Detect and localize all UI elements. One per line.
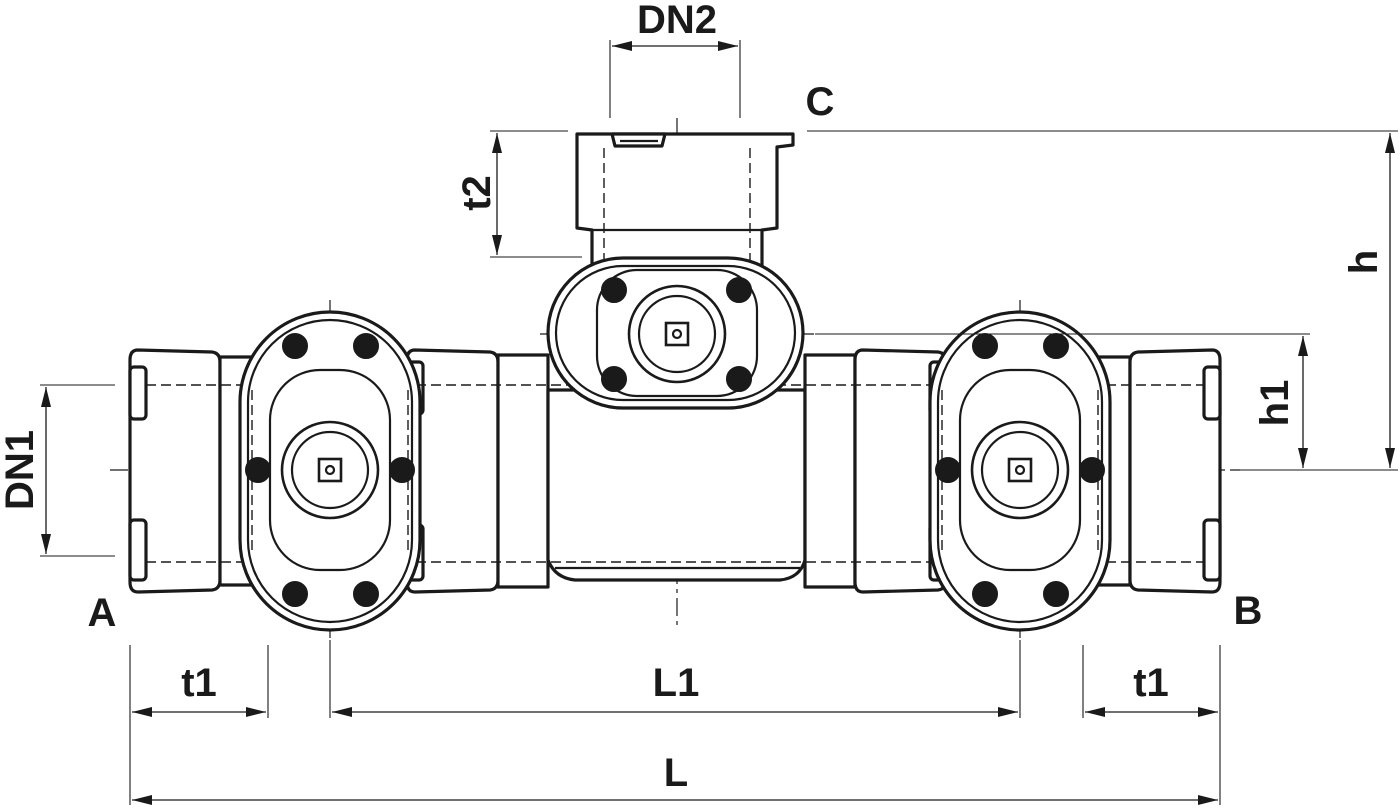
dim-label-l1: L1 — [653, 661, 700, 705]
dim-label-t1-left: t1 — [181, 661, 217, 705]
extension-lines — [40, 40, 1398, 805]
dimension-lines — [41, 41, 1395, 805]
branch-outlet — [575, 132, 795, 274]
dim-label-dn2: DN2 — [637, 0, 717, 42]
left-saddle — [238, 310, 422, 632]
port-label-a: A — [88, 591, 117, 635]
dim-label-t2: t2 — [455, 175, 499, 211]
port-label-b: B — [1234, 589, 1263, 633]
dim-label-dn1: DN1 — [0, 430, 42, 510]
top-flange — [546, 256, 805, 410]
labels: A B C DN2 t1 L1 t1 L t2 h h1 DN1 — [0, 0, 1386, 795]
dim-label-h: h — [1342, 250, 1386, 274]
dim-label-l: L — [664, 751, 688, 795]
port-label-c: C — [806, 80, 835, 124]
dim-label-h1: h1 — [1253, 380, 1297, 427]
right-saddle — [928, 310, 1112, 632]
dim-label-t1-right: t1 — [1133, 661, 1169, 705]
